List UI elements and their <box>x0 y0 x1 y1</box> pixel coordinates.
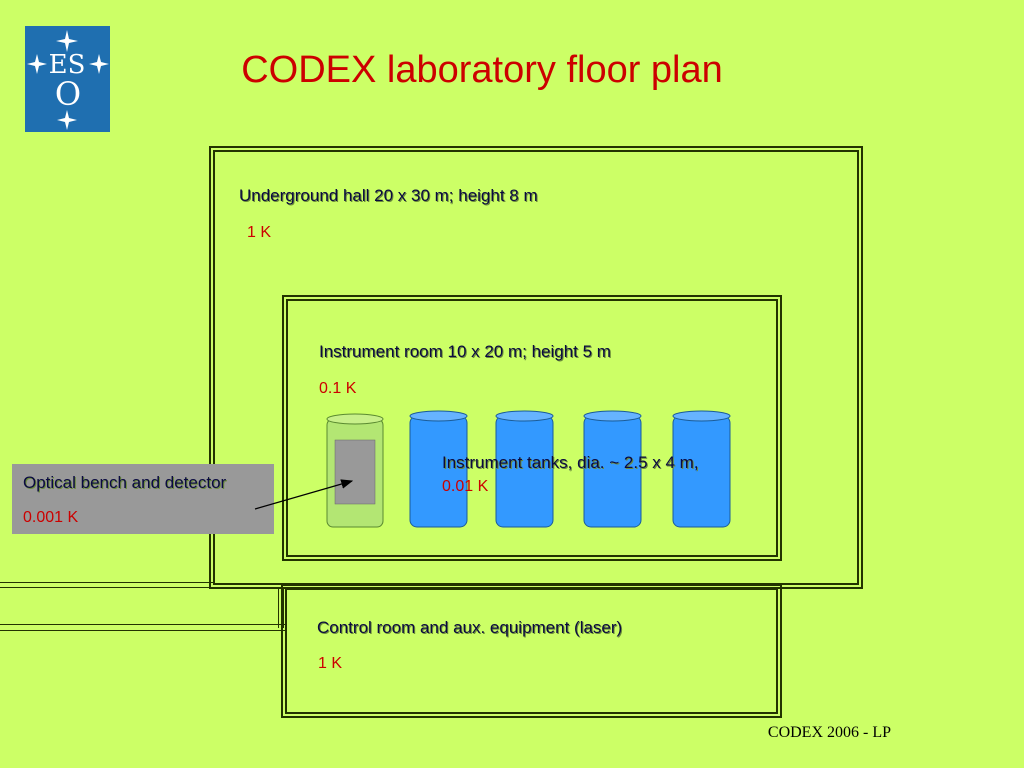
bench-block <box>334 439 376 505</box>
logo-text-bottom: O <box>55 75 81 113</box>
star-icon <box>89 54 109 74</box>
bench-callout <box>12 464 274 534</box>
star-icon <box>56 30 78 52</box>
page-title: CODEX laboratory floor plan <box>0 46 1024 94</box>
tanks-label: Instrument tanks, dia. ~ 2.5 x 4 m, <box>442 453 699 472</box>
instrument-tank <box>495 410 554 528</box>
control-room <box>281 584 782 718</box>
instrument-room <box>282 295 782 561</box>
footer-text: CODEX 2006 - LP <box>767 724 891 741</box>
eso-logo-graphic: ES O <box>27 30 109 130</box>
hall-label: Underground hall 20 x 30 m; height 8 m <box>239 186 538 205</box>
corridor-upper-wall <box>0 582 215 588</box>
instrument-room-temperature: 0.1 K <box>319 380 357 397</box>
eso-logo: ES O <box>25 26 110 132</box>
control-room-label: Control room and aux. equipment (laser) <box>317 618 623 637</box>
logo-text-top: ES <box>49 50 86 80</box>
bench-temperature: 0.001 K <box>23 509 79 526</box>
tanks-temperature: 0.01 K <box>442 478 489 495</box>
corridor-lower-wall <box>0 624 287 631</box>
control-room-temperature: 1 K <box>318 655 343 672</box>
bench-label: Optical bench and detector <box>23 473 227 492</box>
hall-temperature: 1 K <box>247 224 272 241</box>
instrument-room-label: Instrument room 10 x 20 m; height 5 m <box>319 342 611 361</box>
page-title-text: CODEX laboratory floor plan <box>241 49 723 91</box>
callout-arrow <box>254 479 354 510</box>
bench-cylinder <box>326 413 384 528</box>
star-icon <box>27 54 47 74</box>
star-icon <box>57 110 77 130</box>
instrument-tank <box>672 410 731 528</box>
instrument-tank <box>583 410 642 528</box>
instrument-tank <box>409 410 468 528</box>
